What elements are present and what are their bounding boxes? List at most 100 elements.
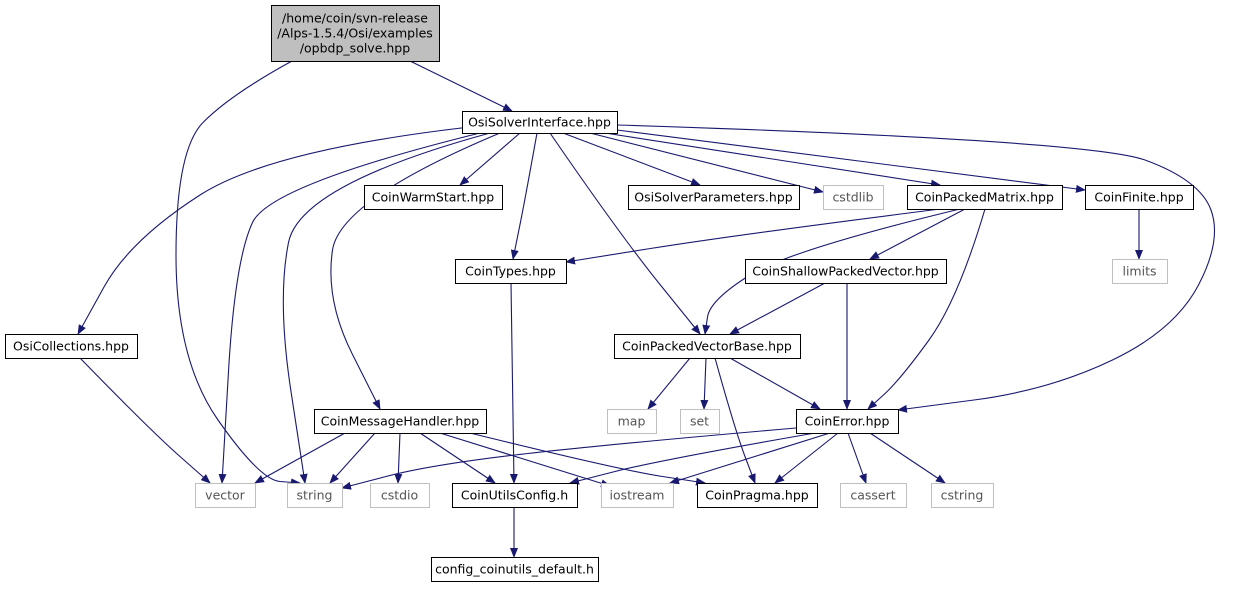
edge-coinmessagehandler-to-iostream: [439, 432, 611, 488]
node-box-coinpackedmatrix: [907, 185, 1063, 210]
edge-osisolverinterface-to-vector: [218, 132, 481, 484]
node-osisolverinterface[interactable]: OsiSolverInterface.hpp: [462, 111, 618, 134]
node-label-coinpragma: CoinPragma.hpp: [705, 488, 808, 503]
node-coinpackedvectorbase[interactable]: CoinPackedVectorBase.hpp: [614, 334, 801, 359]
edge-coinerror-to-coinpragma: [774, 432, 839, 484]
edge-root-to-string: [175, 60, 301, 487]
node-label-coinwarmstart: CoinWarmStart.hpp: [372, 190, 494, 205]
node-label-limits: limits: [1122, 264, 1156, 279]
edges-layer: [77, 60, 1216, 558]
edge-coinmessagehandler-to-vector: [254, 432, 346, 484]
edge-coinpackedvectorbase-to-coinerror: [729, 357, 821, 410]
node-coinfinite[interactable]: CoinFinite.hpp: [1085, 185, 1194, 210]
node-label-root: /Alps-1.5.4/Osi/examples: [277, 26, 433, 41]
node-box-osisolverparameters: [628, 185, 800, 210]
edge-root-to-osisolverinterface: [409, 60, 513, 112]
node-box-cassert: [840, 483, 907, 508]
edge-cointypes-to-coinutilsconfig: [509, 282, 518, 484]
node-coinwarmstart[interactable]: CoinWarmStart.hpp: [364, 185, 503, 210]
node-osicollections[interactable]: OsiCollections.hpp: [5, 334, 138, 359]
node-label-vector: vector: [205, 488, 246, 503]
node-cointypes[interactable]: CoinTypes.hpp: [455, 259, 567, 284]
node-label-cointypes: CoinTypes.hpp: [465, 264, 556, 279]
node-label-osisolverinterface: OsiSolverInterface.hpp: [468, 115, 611, 130]
node-label-coinmessagehandler: CoinMessageHandler.hpp: [321, 414, 479, 429]
node-box-coinshallowpackedvector: [745, 259, 947, 284]
edge-osicollections-to-vector: [79, 357, 211, 484]
node-box-configcoinutilsdefault: [431, 557, 599, 582]
node-cstdio: cstdio: [370, 483, 430, 508]
edge-coinpackedmatrix-to-coinshallowpackedvector: [869, 208, 966, 260]
edge-coinmessagehandler-to-string: [329, 432, 376, 484]
node-box-string: [287, 483, 343, 508]
node-box-map: [607, 409, 657, 434]
node-box-iostream: [601, 483, 674, 508]
node-label-coinpackedmatrix: CoinPackedMatrix.hpp: [915, 190, 1054, 205]
edge-osisolverinterface-to-cstdlib: [589, 132, 824, 194]
node-label-coinerror: CoinError.hpp: [805, 414, 890, 429]
edge-osisolverinterface-to-coinwarmstart: [459, 132, 521, 186]
node-box-vector: [195, 483, 256, 508]
node-iostream: iostream: [601, 483, 674, 508]
node-configcoinutilsdefault[interactable]: config_coinutils_default.h: [431, 557, 599, 582]
edge-coinerror-to-string: [341, 427, 797, 490]
node-box-limits: [1112, 259, 1168, 284]
node-coinerror[interactable]: CoinError.hpp: [796, 409, 899, 434]
edge-osisolverinterface-to-string: [282, 132, 491, 484]
edge-coinmessagehandler-to-coinpragma: [469, 432, 706, 486]
edge-coinshallowpackedvector-to-coinpackedvectorbase: [729, 282, 826, 335]
node-box-cstdlib: [823, 185, 884, 210]
node-map: map: [607, 409, 657, 434]
node-box-coinutilsconfig: [452, 483, 578, 508]
node-box-coinpackedvectorbase: [614, 334, 801, 359]
node-box-coinwarmstart: [364, 185, 503, 210]
node-coinpackedmatrix[interactable]: CoinPackedMatrix.hpp: [907, 185, 1063, 210]
edge-osisolverinterface-to-coinpackedmatrix: [604, 132, 941, 188]
node-osisolverparameters[interactable]: OsiSolverParameters.hpp: [628, 185, 800, 210]
node-box-root: [271, 5, 440, 62]
node-label-osisolverparameters: OsiSolverParameters.hpp: [634, 190, 792, 205]
node-box-osicollections: [5, 334, 138, 359]
node-coinpragma[interactable]: CoinPragma.hpp: [697, 483, 818, 508]
edge-coinmessagehandler-to-cstdio: [394, 432, 403, 484]
edge-osisolverinterface-to-coinmessagehandler: [330, 132, 501, 410]
node-box-coinpragma: [697, 483, 818, 508]
edge-coinerror-to-cstring: [869, 432, 946, 484]
node-label-cassert: cassert: [850, 488, 895, 503]
edge-osisolverinterface-to-cointypes: [510, 132, 538, 260]
node-label-map: map: [618, 414, 646, 429]
node-box-set: [680, 409, 720, 434]
node-box-cstdio: [370, 483, 430, 508]
node-label-root: /opbdp_solve.hpp: [300, 41, 410, 56]
node-label-coinpackedvectorbase: CoinPackedVectorBase.hpp: [622, 339, 792, 354]
node-set: set: [680, 409, 720, 434]
node-vector: vector: [195, 483, 256, 508]
edge-coinpackedmatrix-to-cointypes: [565, 208, 941, 265]
node-limits: limits: [1112, 259, 1168, 284]
edge-osisolverinterface-to-coinpackedvectorbase: [549, 132, 701, 335]
node-cassert: cassert: [840, 483, 907, 508]
node-label-cstdlib: cstdlib: [832, 190, 873, 205]
node-label-cstring: cstring: [941, 488, 984, 503]
node-label-configcoinutilsdefault: config_coinutils_default.h: [435, 562, 594, 577]
node-label-osicollections: OsiCollections.hpp: [13, 339, 129, 354]
edge-coinpackedvectorbase-to-map: [647, 357, 691, 410]
node-coinmessagehandler[interactable]: CoinMessageHandler.hpp: [314, 409, 487, 434]
edge-coinerror-to-iostream: [669, 432, 831, 485]
edge-coinpackedmatrix-to-coinerror: [867, 208, 986, 410]
node-cstdlib: cstdlib: [823, 185, 884, 210]
node-label-set: set: [690, 414, 709, 429]
node-box-coinerror: [796, 409, 899, 434]
edge-coinmessagehandler-to-coinutilsconfig: [419, 432, 496, 484]
node-coinutilsconfig[interactable]: CoinUtilsConfig.h: [452, 483, 578, 508]
edge-coinerror-to-coinutilsconfig: [569, 432, 816, 485]
node-box-cointypes: [455, 259, 567, 284]
edge-osisolverinterface-to-coinfinite: [616, 129, 1086, 193]
nodes-layer: /home/coin/svn-release/Alps-1.5.4/Osi/ex…: [5, 5, 1194, 582]
edge-coinpackedvectorbase-to-set: [700, 357, 709, 410]
edge-osisolverinterface-to-coinerror: [616, 124, 1216, 413]
edge-osisolverinterface-to-osicollections: [77, 126, 471, 335]
node-coinshallowpackedvector[interactable]: CoinShallowPackedVector.hpp: [745, 259, 947, 284]
node-box-cstring: [931, 483, 994, 508]
